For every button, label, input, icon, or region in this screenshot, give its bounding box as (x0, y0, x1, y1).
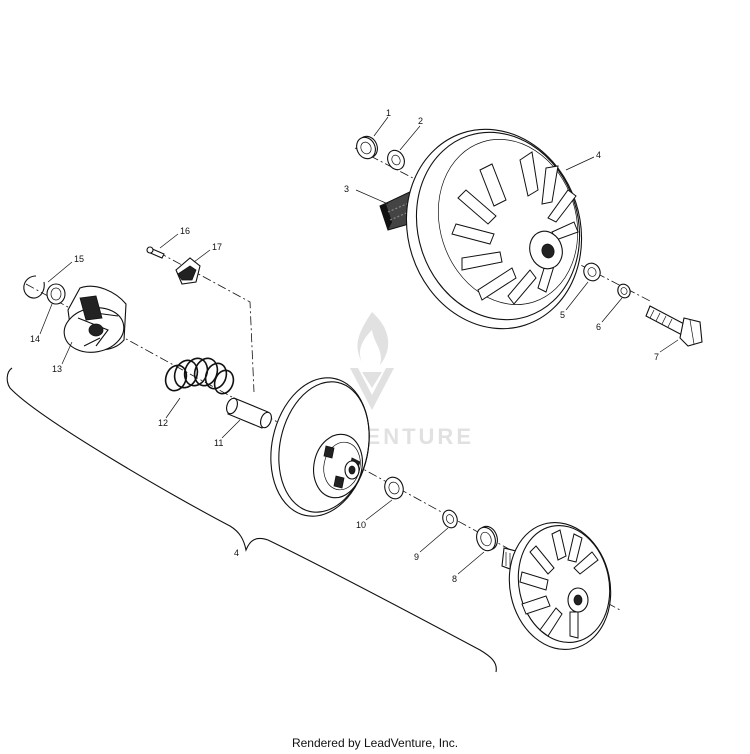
callout-2: 2 (418, 116, 423, 126)
callout-6: 6 (596, 322, 601, 332)
callout-13: 13 (52, 364, 62, 374)
assembly-bracket (6, 367, 497, 673)
callout-5: 5 (560, 310, 565, 320)
part-12-spring (164, 357, 235, 395)
part-9-washer (442, 509, 458, 529)
callout-7: 7 (654, 352, 659, 362)
callout-3: 3 (344, 184, 349, 194)
part-4-drive-clutch-sheave (405, 128, 583, 330)
callout-4-assembly: 4 (234, 548, 239, 558)
part-2-washer (387, 149, 405, 171)
footer-credit: Rendered by LeadVenture, Inc. (291, 736, 459, 750)
part-6-lock-washer (617, 283, 631, 299)
callout-1: 1 (386, 108, 391, 118)
part-5-washer (583, 262, 601, 282)
callout-14: 14 (30, 334, 40, 344)
callout-4-top: 4 (596, 150, 601, 160)
driven-clutch-fixed-sheave (501, 521, 612, 651)
callout-16: 16 (180, 226, 190, 236)
part-13-helix-cam (63, 285, 127, 353)
callout-11: 11 (214, 438, 223, 448)
part-15-snap-ring (23, 275, 45, 299)
callout-15: 15 (74, 254, 84, 264)
pin-guide-line (157, 251, 255, 393)
leadventure-watermark-logo (350, 312, 394, 410)
callout-10: 10 (356, 520, 366, 530)
part-11-sleeve (226, 397, 272, 429)
part-14-washer (46, 283, 66, 305)
part-17-roller-button (175, 257, 201, 285)
callout-12: 12 (158, 418, 168, 428)
callout-17: 17 (212, 242, 222, 252)
driven-clutch-moveable-sheave (270, 377, 370, 517)
part-7-bolt (645, 305, 703, 347)
callout-9: 9 (414, 552, 419, 562)
part-1-bushing (356, 135, 378, 160)
part-8-bushing (476, 525, 498, 552)
callout-labels: 1 2 3 4 5 6 7 8 9 10 11 12 13 14 15 16 1… (30, 108, 659, 584)
callout-8: 8 (452, 574, 457, 584)
drive-clutch-axis-line (354, 147, 653, 303)
part-16-pin (146, 246, 165, 259)
part-10-washer (384, 476, 404, 500)
leader-lines (39, 116, 679, 575)
